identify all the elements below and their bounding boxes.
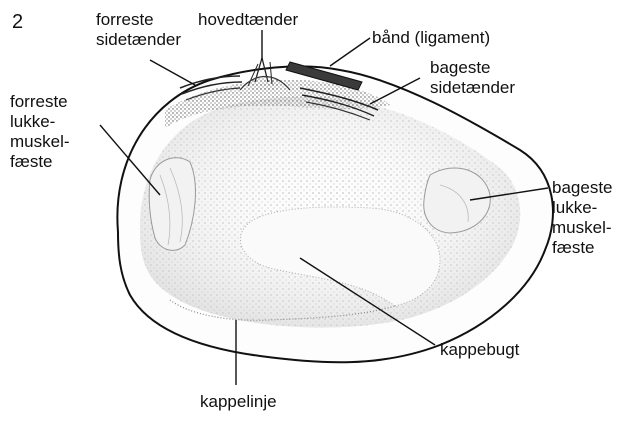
label-hovedtaender: hovedtænder — [198, 10, 298, 30]
leader-forreste-sidetaender — [150, 60, 195, 85]
label-forreste-lukkemuskel: forreste lukke- muskel- fæste — [10, 92, 70, 172]
label-line: fæste — [10, 152, 70, 172]
label-bageste-lukkemuskel: bageste lukke- muskel- fæste — [552, 178, 613, 258]
label-line: bageste — [430, 58, 515, 78]
anterior-adductor-scar — [149, 158, 195, 251]
label-line: lukke- — [552, 198, 613, 218]
label-forreste-sidetaender: forreste sidetænder — [96, 10, 181, 50]
label-line: muskel- — [552, 218, 613, 238]
label-kappebugt: kappebugt — [440, 340, 519, 360]
label-line: muskel- — [10, 132, 70, 152]
label-kappelinje: kappelinje — [200, 392, 277, 412]
label-line: fæste — [552, 238, 613, 258]
leader-baand — [330, 38, 370, 66]
label-line: forreste — [10, 92, 70, 112]
label-line: sidetænder — [96, 30, 181, 50]
label-line: lukke- — [10, 112, 70, 132]
label-line: bageste — [552, 178, 613, 198]
label-line: forreste — [96, 10, 181, 30]
figure-number: 2 — [12, 12, 23, 32]
label-line: sidetænder — [430, 78, 515, 98]
label-baand: bånd (ligament) — [372, 28, 490, 48]
label-bageste-sidetaender: bageste sidetænder — [430, 58, 515, 98]
